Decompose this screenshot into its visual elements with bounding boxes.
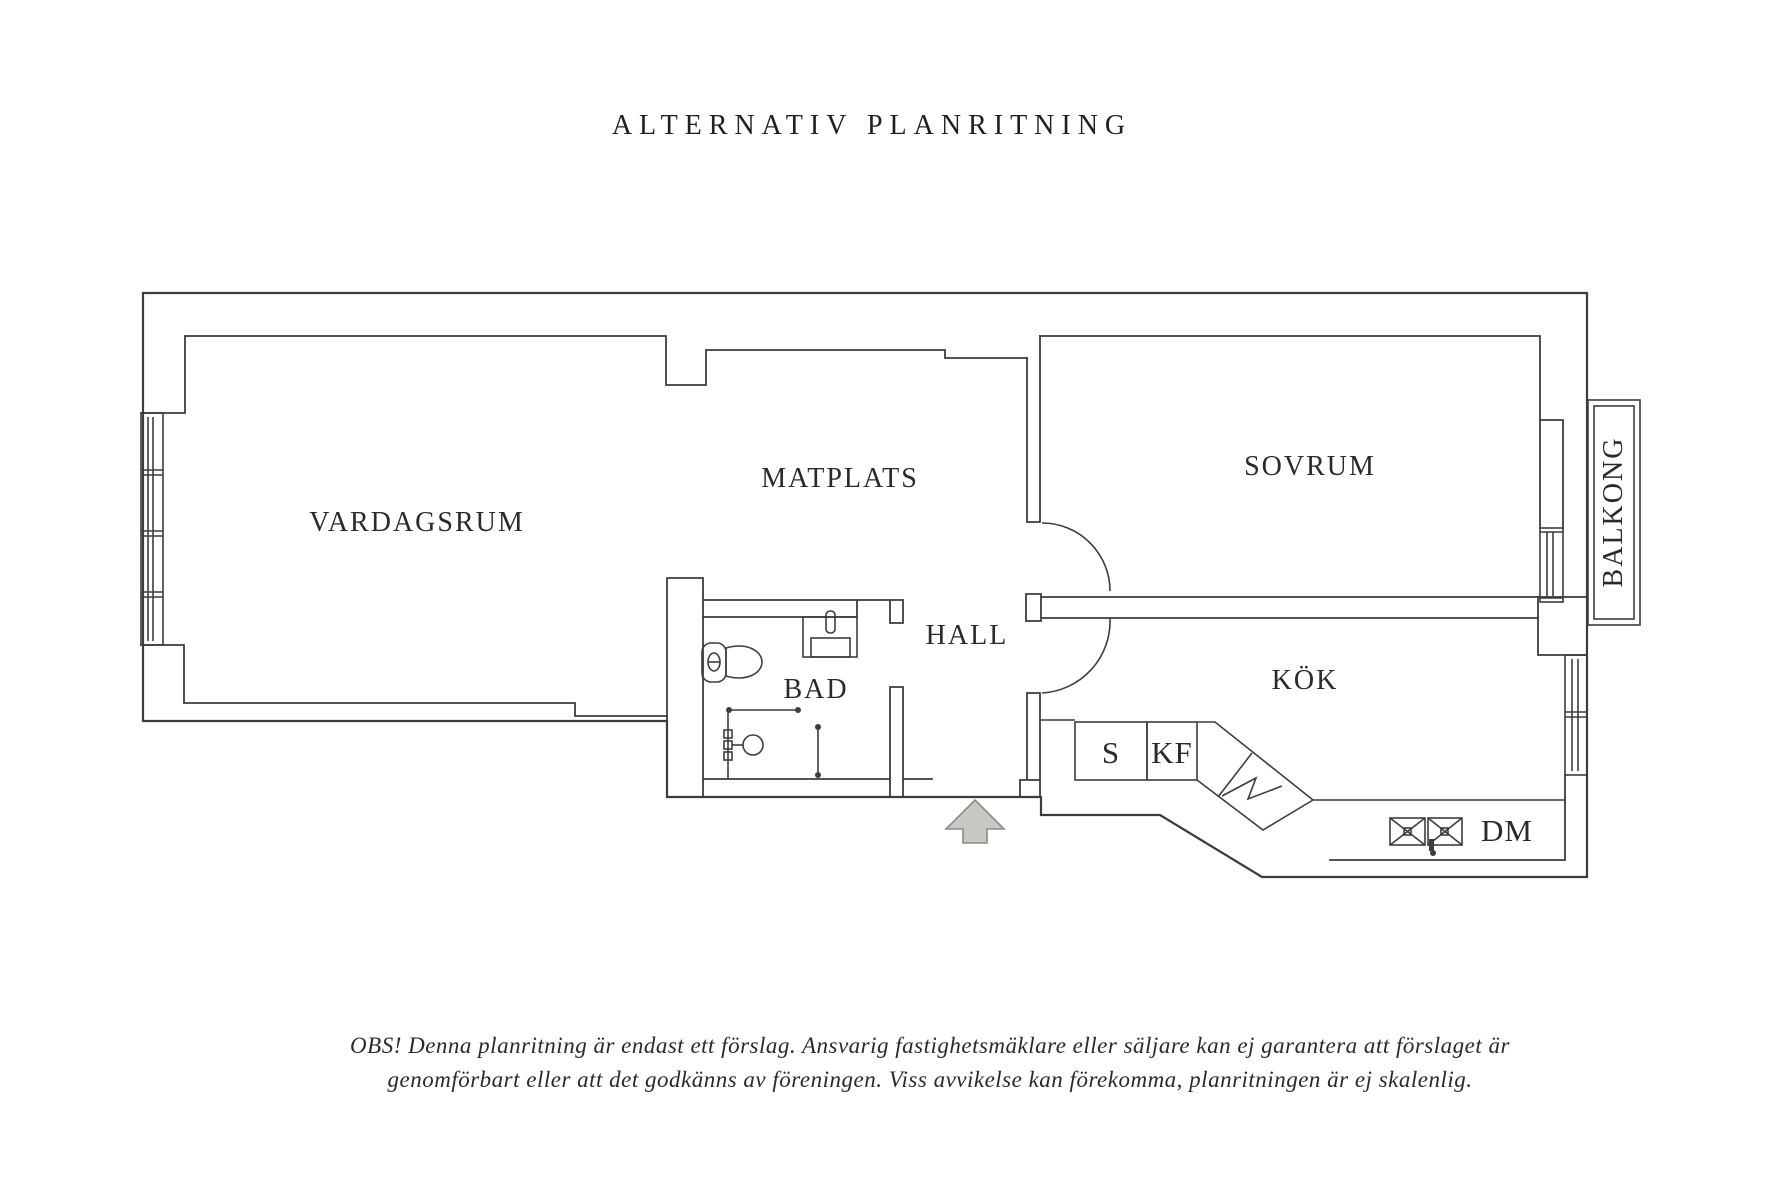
window-icon: [1564, 654, 1588, 776]
window-icon: [140, 412, 164, 646]
sovrum-kitchen-wall: [1025, 593, 1539, 622]
room-label-bad: BAD: [783, 674, 848, 705]
fridge-freezer-cabinet: [1146, 721, 1198, 781]
label-fridge-freezer: KF: [1151, 735, 1193, 770]
toilet-icon: [701, 642, 763, 683]
room-label-sovrum: SOVRUM: [1244, 451, 1376, 482]
room-label-hall: HALL: [926, 620, 1009, 651]
label-dishwasher: DM: [1481, 813, 1533, 848]
label-pantry: S: [1102, 735, 1120, 770]
balcony-deck: [1587, 399, 1641, 626]
livingroom-bottom-wall: [183, 702, 668, 717]
outer-wall: [141, 291, 1589, 879]
washbasin-icon: [802, 610, 858, 658]
corner-counter-icon: [1196, 721, 1314, 831]
page-title: ALTERNATIV PLANRITNING: [612, 110, 1132, 141]
door-arc-icon: [1041, 522, 1111, 592]
curtain-rail-icon: [726, 707, 821, 779]
balcony-door-window-icon: [1539, 527, 1564, 603]
door-arc-icon: [1041, 617, 1111, 694]
entry-arrow-icon: [944, 798, 1006, 844]
disclaimer-line-1: OBS! Denna planritning är endast ett för…: [350, 1033, 1510, 1058]
disclaimer-line-2: genomförbart eller att det godkänns av f…: [388, 1067, 1473, 1092]
hall-sovrum-wall: [1026, 335, 1041, 523]
room-label-matplats: MATPLATS: [761, 463, 919, 494]
top-inner-wall: [184, 335, 1028, 386]
hall-kitchen-wall: [1019, 692, 1041, 798]
sovrum-walls: [1039, 335, 1564, 529]
double-sink-icon: [1389, 817, 1463, 856]
livingroom-right-wall: [666, 577, 704, 798]
room-label-kok: KÖK: [1272, 665, 1339, 696]
kitchen-bottom-inner: [1329, 774, 1566, 861]
room-label-vardagsrum: VARDAGSRUM: [309, 507, 525, 538]
bathroom-door-cap: [889, 599, 904, 624]
bathroom-top-wall: [702, 599, 891, 618]
room-label-balkong: BALKONG: [1598, 437, 1629, 588]
bathroom-right-wall: [889, 686, 904, 798]
kitchen-corner-block: [1537, 596, 1588, 656]
shower-icon: [723, 729, 764, 761]
